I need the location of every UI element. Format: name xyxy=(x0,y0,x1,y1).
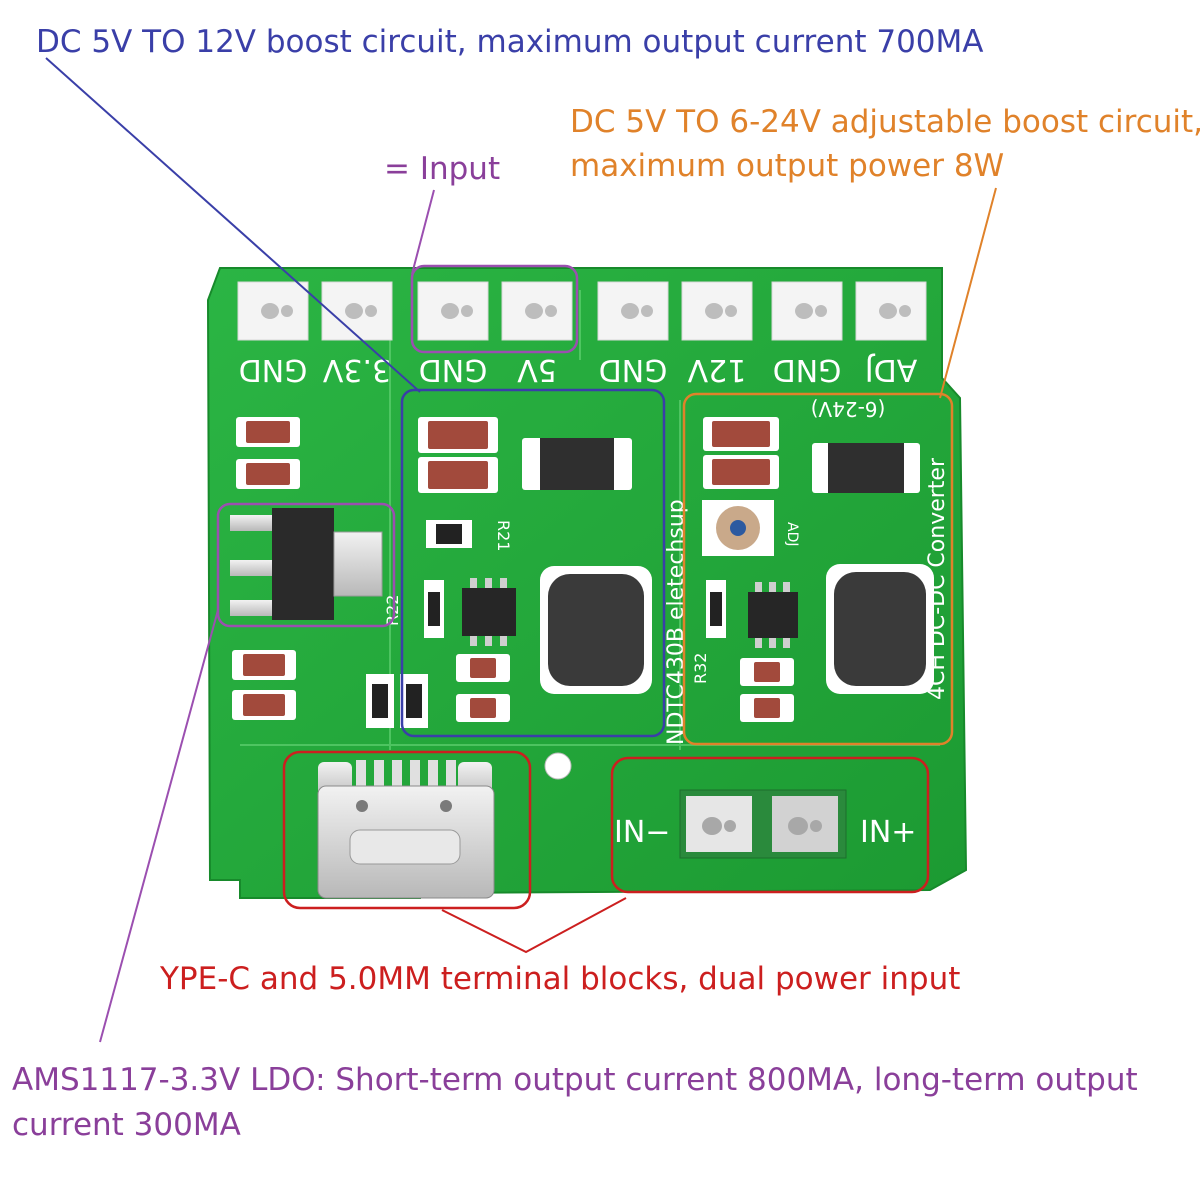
boost-12v-annotation: DC 5V TO 12V boost circuit, maximum outp… xyxy=(36,24,984,60)
ams1117-regulator xyxy=(230,508,383,620)
mounting-hole xyxy=(544,752,572,780)
silk-model: 4CH DC-DC Converter xyxy=(925,457,950,700)
silk-gnd-1: GND xyxy=(239,352,308,387)
adjustable-boost-annotation-line2: maximum output power 8W xyxy=(570,148,1005,184)
silk-r22: R22 xyxy=(383,595,402,626)
adjustable-boost-leader xyxy=(939,187,997,399)
silk-3v3: 3.3V xyxy=(322,352,391,387)
input-terminal-pads xyxy=(679,789,847,859)
silk-in-plus: IN+ xyxy=(860,815,916,850)
dual-input-annotation: YPE-C and 5.0MM terminal blocks, dual po… xyxy=(160,961,961,997)
small-resistors xyxy=(366,520,726,728)
diodes xyxy=(522,438,920,493)
potentiometer xyxy=(702,500,774,556)
usb-c-connector xyxy=(317,760,495,899)
silk-gnd-3: GND xyxy=(599,352,668,387)
silk-gnd-4: GND xyxy=(773,352,842,387)
inductors xyxy=(540,564,934,694)
ldo-highlight-box xyxy=(216,502,396,628)
ldo-annotation-line2: current 300MA xyxy=(12,1107,241,1143)
boost-ics xyxy=(462,578,798,648)
input-leader xyxy=(411,189,435,275)
silk-5v: 5V xyxy=(517,352,557,387)
silk-r21: R21 xyxy=(494,520,513,551)
silk-r32: R32 xyxy=(691,653,710,684)
adjustable-boost-annotation-line1: DC 5V TO 6-24V adjustable boost circuit, xyxy=(570,104,1200,140)
silk-in-minus: IN− xyxy=(614,815,670,850)
dual-input-leader xyxy=(441,897,627,954)
ldo-leader xyxy=(99,609,219,1043)
input-annotation: = Input xyxy=(384,151,501,187)
smd-capacitors xyxy=(232,417,794,722)
silk-12v: 12V xyxy=(687,352,746,387)
ldo-annotation-line1: AMS1117-3.3V LDO: Short-term output curr… xyxy=(12,1062,1138,1098)
silk-adj: ADJ xyxy=(865,352,917,387)
silk-range: (6-24V) xyxy=(811,397,886,421)
output-pads xyxy=(237,281,927,341)
usb-c-highlight-box xyxy=(282,750,532,910)
adjustable-boost-highlight-box xyxy=(682,392,954,746)
boost-12v-leader xyxy=(45,57,421,393)
input-highlight-box xyxy=(410,264,579,354)
silk-adj-small: ADJ xyxy=(784,522,800,547)
terminal-highlight-box xyxy=(610,756,930,894)
boost-12v-highlight-box xyxy=(400,388,666,738)
silk-gnd-2: GND xyxy=(419,352,488,387)
